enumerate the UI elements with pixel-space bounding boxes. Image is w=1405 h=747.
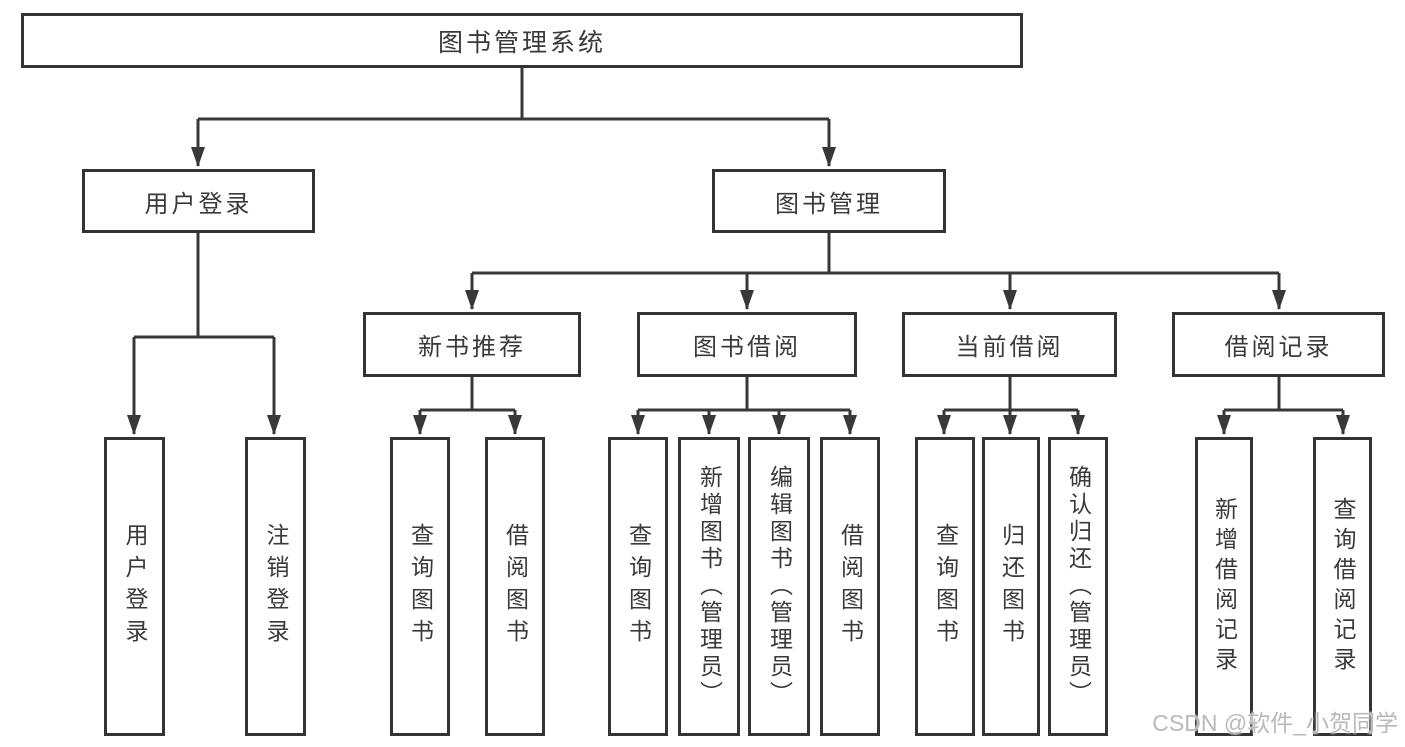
leaf-query-books-borrow: 查询图书	[608, 437, 668, 736]
node-root-system: 图书管理系统	[21, 13, 1023, 68]
connector-book-borrow-children	[631, 377, 857, 435]
leaf-user-login: 用户登录	[104, 437, 165, 736]
connector-borrow-records-children	[1217, 377, 1350, 435]
connector-root-to-level2	[191, 68, 836, 167]
leaf-query-borrow-record: 查询借阅记录	[1313, 437, 1372, 736]
node-book-borrow: 图书借阅	[637, 312, 857, 377]
leaf-confirm-return-admin: 确认归还（管理员）	[1048, 437, 1108, 736]
leaf-borrow-books: 借阅图书	[820, 437, 880, 736]
csdn-watermark: CSDN @软件_小贺同学	[1152, 710, 1398, 736]
node-new-book-recommend: 新书推荐	[363, 312, 581, 377]
leaf-logout: 注销登录	[245, 437, 306, 736]
connector-new-book-recommend-children	[413, 377, 522, 435]
connector-book-management-children	[465, 233, 1286, 310]
connector-user-login-children	[127, 233, 281, 435]
node-book-management: 图书管理	[712, 169, 946, 233]
node-user-login: 用户登录	[82, 169, 315, 233]
leaf-return-books: 归还图书	[982, 437, 1040, 736]
leaf-add-borrow-record: 新增借阅记录	[1195, 437, 1253, 736]
leaf-edit-books-admin: 编辑图书（管理员）	[748, 437, 810, 736]
leaf-query-books-recommend: 查询图书	[390, 437, 450, 736]
connector-current-borrow-children	[937, 377, 1085, 435]
leaf-borrow-books-recommend: 借阅图书	[485, 437, 545, 736]
leaf-query-books-current: 查询图书	[915, 437, 975, 736]
node-current-borrow: 当前借阅	[902, 312, 1117, 377]
leaf-add-books-admin: 新增图书（管理员）	[678, 437, 740, 736]
node-borrow-records: 借阅记录	[1172, 312, 1385, 377]
